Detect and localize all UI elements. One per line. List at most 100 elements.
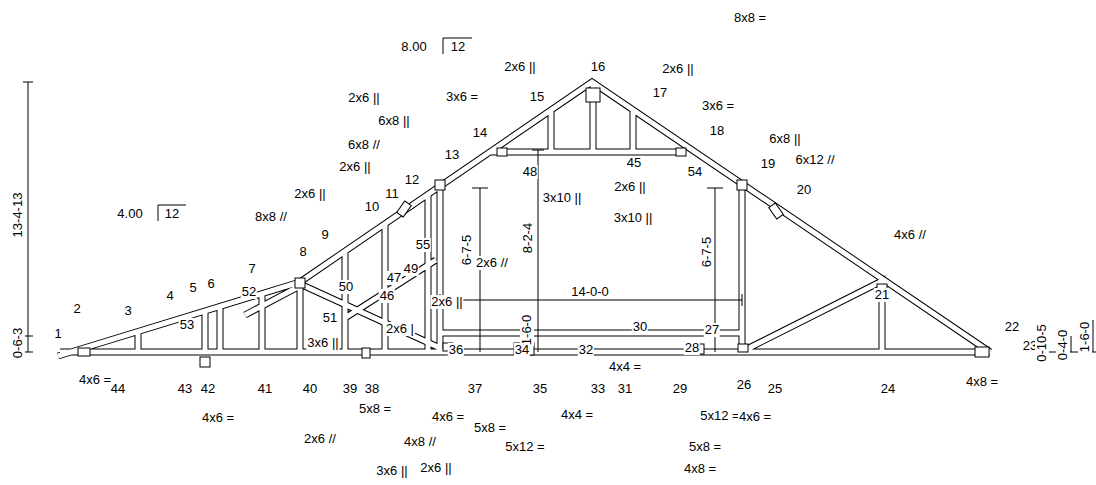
plate-or-joint-label: 1-6-0 [1078,321,1092,353]
plate-or-joint-label: 26 [736,378,752,392]
plate-or-joint-label: 27 [704,323,720,337]
plate-or-joint-label: 4x6 = [78,373,112,387]
plate-or-joint-label: 6-7-5 [460,234,474,266]
plate-or-joint-label: 37 [467,382,483,396]
plate-or-joint-label: 4x6 = [201,411,235,425]
plate-or-joint-label: 3 [123,304,132,318]
plate-or-joint-label: 44 [110,382,126,396]
plate-or-joint-label: 8x8 // [254,210,288,224]
plate-or-joint-label: 2x6 || [503,60,536,74]
plate-or-joint-label: 9 [320,228,329,242]
plate-or-joint-label: 52 [241,285,257,299]
connector-plates [78,88,989,367]
plate-or-joint-label: 5 [188,281,197,295]
plate-or-joint-label: 25 [767,382,783,396]
plate-or-joint-label: 3x6 = [701,99,735,113]
plate-or-joint-label: 45 [626,156,642,170]
plate-or-joint-label: 39 [342,382,358,396]
plate-or-joint-label: 12 [404,173,420,187]
plate-or-joint-label: 43 [177,382,193,396]
plate-or-joint-label: 0-4-0 [1056,329,1070,361]
plate-or-joint-label: 5x12 = [504,440,545,454]
plate-or-joint-label: 3x6 || [306,336,339,350]
plate-or-joint-label: 40 [302,382,318,396]
plate-or-joint-label: 16 [590,60,606,74]
plate-or-joint-label: 19 [760,157,776,171]
plate-or-joint-label: 11 [384,187,400,201]
plate-or-joint-label: 5x8 = [358,402,392,416]
plate-or-joint-label: 12 [450,40,466,54]
plate-or-joint-label: 14 [472,126,488,140]
plate-or-joint-label: 13 [444,148,460,162]
plate-or-joint-label: 36 [448,343,464,357]
truss-member-fill [58,82,990,356]
plate-or-joint-label: 0-10-5 [1035,323,1049,363]
plate-or-joint-label: 53 [179,318,195,332]
plate-or-joint-label: 12 [164,207,180,221]
plate-or-joint-label: 4x6 // [893,228,927,242]
plate-or-joint-label: 3x6 = [445,90,479,104]
plate-or-joint-label: 4.00 [116,207,143,221]
plate-or-joint-label: 46 [379,289,395,303]
plate-or-joint-label: 2x6 || [347,91,380,105]
plate-or-joint-label: 2 [72,302,81,316]
plate-or-joint-label: 55 [415,238,431,252]
plate-or-joint-label: 48 [522,165,538,179]
plate-or-joint-label: 4x8 // [403,435,437,449]
plate-or-joint-label: 8-2-4 [521,222,535,254]
plate-or-joint-label: 6x12 // [794,153,835,167]
plate-or-joint-label: 2x6 | [385,322,415,336]
plate-or-joint-label: 21 [874,288,890,302]
plate-or-joint-label: 49 [403,262,419,276]
plate-or-joint-label: 33 [590,382,606,396]
plate-or-joint-label: 6 [206,277,215,291]
plate-or-joint-label: 34 [514,343,530,357]
plate-or-joint-label: 41 [257,382,273,396]
plate-or-joint-label: 4x8 = [683,462,717,476]
plate-or-joint-label: 8.00 [400,40,427,54]
plate-or-joint-label: 2x6 || [661,62,694,76]
plate-or-joint-label: 4x4 = [608,360,642,374]
plate-or-joint-label: 29 [672,382,688,396]
truss-member-outline [58,82,990,356]
plate-or-joint-label: 31 [617,382,633,396]
plate-or-joint-label: 2x6 || [613,180,646,194]
plate-or-joint-label: 13-4-13 [11,192,25,239]
plate-or-joint-label: 3x6 || [375,464,408,478]
plate-or-joint-label: 8x8 = [733,11,767,25]
plate-or-joint-label: 28 [684,341,700,355]
plate-or-joint-label: 10 [364,200,380,214]
plate-or-joint-label: 6x8 // [347,138,381,152]
plate-or-joint-label: 2x6 // [303,432,337,446]
plate-or-joint-label: 30 [632,320,648,334]
plate-or-joint-label: 6-7-5 [700,236,714,268]
plate-or-joint-label: 17 [652,86,668,100]
plate-or-joint-label: 4x8 = [965,375,999,389]
plate-or-joint-label: 4x4 = [560,408,594,422]
plate-or-joint-label: 4x6 = [431,410,465,424]
plate-or-joint-label: 22 [1004,320,1020,334]
plate-or-joint-label: 2x6 || [293,187,326,201]
plate-or-joint-label: 32 [578,343,594,357]
plate-or-joint-label: 5x12 = [699,409,740,423]
plate-or-joint-label: 3x10 || [542,191,583,205]
plate-or-joint-label: 42 [200,382,216,396]
plate-or-joint-label: 2x6 || [419,461,452,475]
plate-or-joint-label: 20 [796,183,812,197]
plate-or-joint-label: 38 [364,382,380,396]
plate-or-joint-label: 50 [338,280,354,294]
plate-or-joint-label: 15 [529,90,545,104]
plate-or-joint-label: 35 [532,382,548,396]
plate-or-joint-label: 6x8 || [377,114,410,128]
plate-or-joint-label: 51 [322,311,338,325]
plate-or-joint-label: 5x8 = [688,440,722,454]
plate-or-joint-label: 0-6-3 [11,327,25,359]
plate-or-joint-label: 2x6 // [475,256,509,270]
dimension-lines [23,38,1096,352]
plate-or-joint-label: 2x6 || [430,295,463,309]
plate-or-joint-label: 14-0-0 [570,285,610,299]
plate-or-joint-label: 4 [165,289,174,303]
plate-or-joint-label: 1-6-0 [520,314,534,346]
